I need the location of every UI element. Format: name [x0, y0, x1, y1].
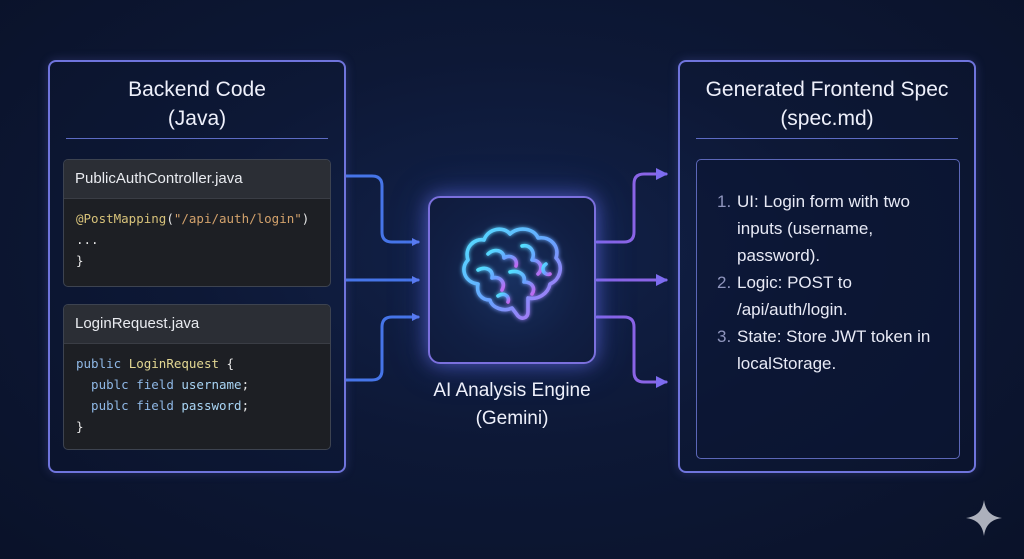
code-card-auth-controller: PublicAuthController.java @PostMapping("…: [63, 159, 331, 287]
brain-icon: [462, 227, 563, 320]
code-token: @PostMapping: [76, 211, 167, 226]
code-snippet: public LoginRequest { publc field userna…: [64, 344, 330, 437]
code-token: ): [301, 211, 310, 226]
frontend-spec-panel: Generated Frontend Spec (spec.md) 1. UI:…: [678, 60, 976, 473]
code-token: publc: [76, 398, 137, 413]
code-line: @PostMapping("/api/auth/login"): [76, 208, 330, 229]
code-card-filename: PublicAuthController.java: [64, 160, 330, 199]
code-token: {: [219, 356, 235, 371]
code-token: }: [76, 253, 84, 268]
spec-item-number: 1.: [717, 192, 732, 211]
spec-item-number: 3.: [717, 327, 732, 346]
code-line: publc field password;: [76, 395, 330, 416]
code-token: ...: [76, 232, 99, 247]
code-line: }: [76, 416, 330, 437]
code-token: username: [181, 377, 242, 392]
code-line: ...: [76, 229, 330, 250]
backend-panel-divider: [66, 138, 328, 139]
spec-content-box: 1. UI: Login form with two inputs (usern…: [696, 159, 960, 459]
sparkle-icon: [966, 500, 1002, 536]
ai-engine-box: [428, 196, 596, 364]
spec-item-text: Logic: POST to /api/auth/login.: [737, 273, 852, 319]
code-card-filename: LoginRequest.java: [64, 305, 330, 344]
code-token: password: [181, 398, 242, 413]
spec-item-text: State: Store JWT token in localStorage.: [737, 327, 931, 373]
spec-item: 1. UI: Login form with two inputs (usern…: [717, 188, 959, 269]
arrow-out-top: [595, 168, 668, 244]
code-card-login-request: LoginRequest.java public LoginRequest { …: [63, 304, 331, 450]
code-token: ;: [241, 398, 250, 413]
code-token: }: [76, 419, 84, 434]
code-token: ;: [241, 377, 250, 392]
backend-panel-title: Backend Code (Java): [128, 78, 266, 130]
spec-panel-divider: [696, 138, 958, 139]
backend-code-panel: Backend Code (Java) PublicAuthController…: [48, 60, 346, 473]
code-token: (: [166, 211, 174, 226]
code-token: public: [76, 356, 129, 371]
spec-item-number: 2.: [717, 273, 732, 292]
code-line: }: [76, 250, 330, 271]
spec-list: 1. UI: Login form with two inputs (usern…: [697, 160, 959, 377]
ai-engine-label: AI Analysis Engine (Gemini): [433, 380, 591, 429]
spec-item: 3. State: Store JWT token in localStorag…: [717, 323, 959, 377]
code-line: publc field username;: [76, 374, 330, 395]
code-token: field: [136, 398, 182, 413]
code-token: LoginRequest: [128, 356, 219, 371]
arrow-out-bottom: [595, 315, 668, 388]
code-snippet: @PostMapping("/api/auth/login")...}: [64, 199, 330, 271]
code-token: "/api/auth/login": [173, 211, 302, 226]
arrow-in-bottom: [344, 313, 420, 382]
arrow-in-top: [344, 174, 420, 246]
spec-item: 2. Logic: POST to /api/auth/login.: [717, 269, 959, 323]
code-token: publc: [76, 377, 137, 392]
code-line: public LoginRequest {: [76, 353, 330, 374]
spec-item-text: UI: Login form with two inputs (username…: [737, 192, 910, 265]
spec-panel-title: Generated Frontend Spec (spec.md): [705, 78, 949, 130]
code-token: field: [136, 377, 182, 392]
